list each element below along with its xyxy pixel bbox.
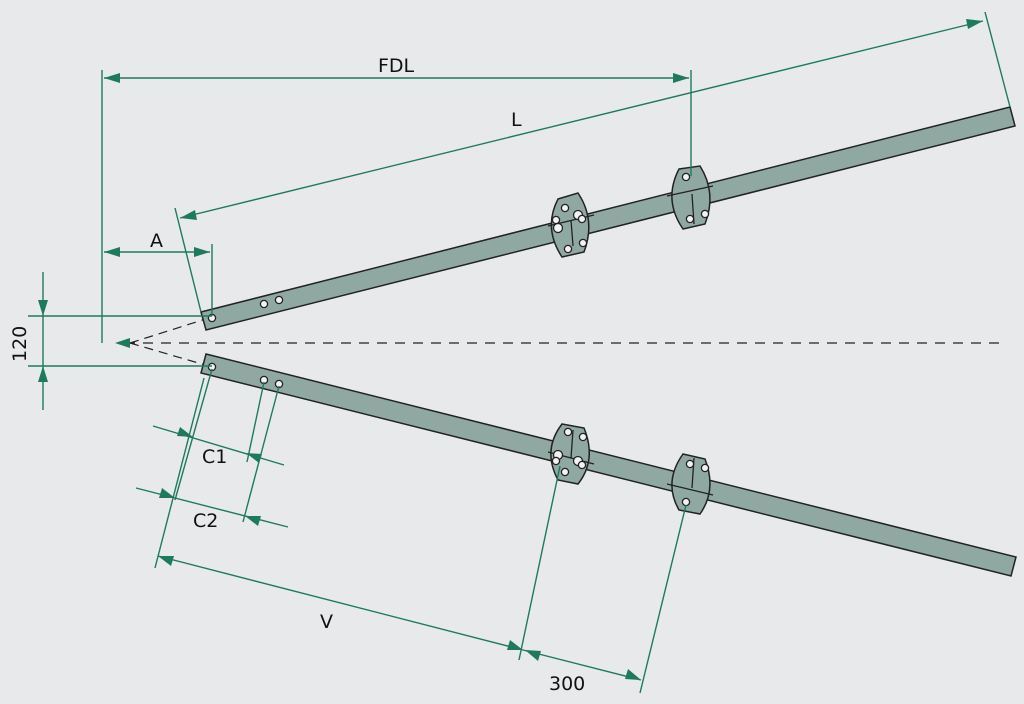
upper-brace-bar xyxy=(200,106,1016,331)
upper-clamp-plate-2 xyxy=(666,165,714,230)
fdl-label: FDL xyxy=(378,55,415,77)
lower-clamp-plate-2 xyxy=(666,453,714,515)
c1-dimension xyxy=(152,368,285,501)
height-120-label: 120 xyxy=(9,326,31,362)
upper-clamp-plate-1 xyxy=(547,192,595,258)
spacing-300-dimension xyxy=(522,649,642,681)
c2-label: C2 xyxy=(193,510,218,532)
upper-bar-hole xyxy=(259,299,269,309)
v-dimension xyxy=(154,377,687,694)
lower-bar-holes xyxy=(207,362,284,389)
spacing-300-label: 300 xyxy=(549,673,585,695)
lower-clamp-plate-1 xyxy=(547,423,595,485)
upper-bar-hole xyxy=(274,295,284,305)
a-label: A xyxy=(150,230,163,252)
apex-arrowhead xyxy=(115,338,130,348)
height-120-dimension xyxy=(28,272,212,410)
a-dimension xyxy=(104,244,213,316)
lower-brace-bar xyxy=(200,353,1017,577)
v-label: V xyxy=(320,611,333,633)
fdl-dimension xyxy=(101,70,692,343)
c1-label: C1 xyxy=(202,446,227,468)
l-label: L xyxy=(511,109,522,131)
c2-dimension xyxy=(135,385,289,528)
l-dimension xyxy=(174,11,1011,313)
upper-convergence-line xyxy=(129,316,213,344)
lower-convergence-line xyxy=(129,342,213,368)
